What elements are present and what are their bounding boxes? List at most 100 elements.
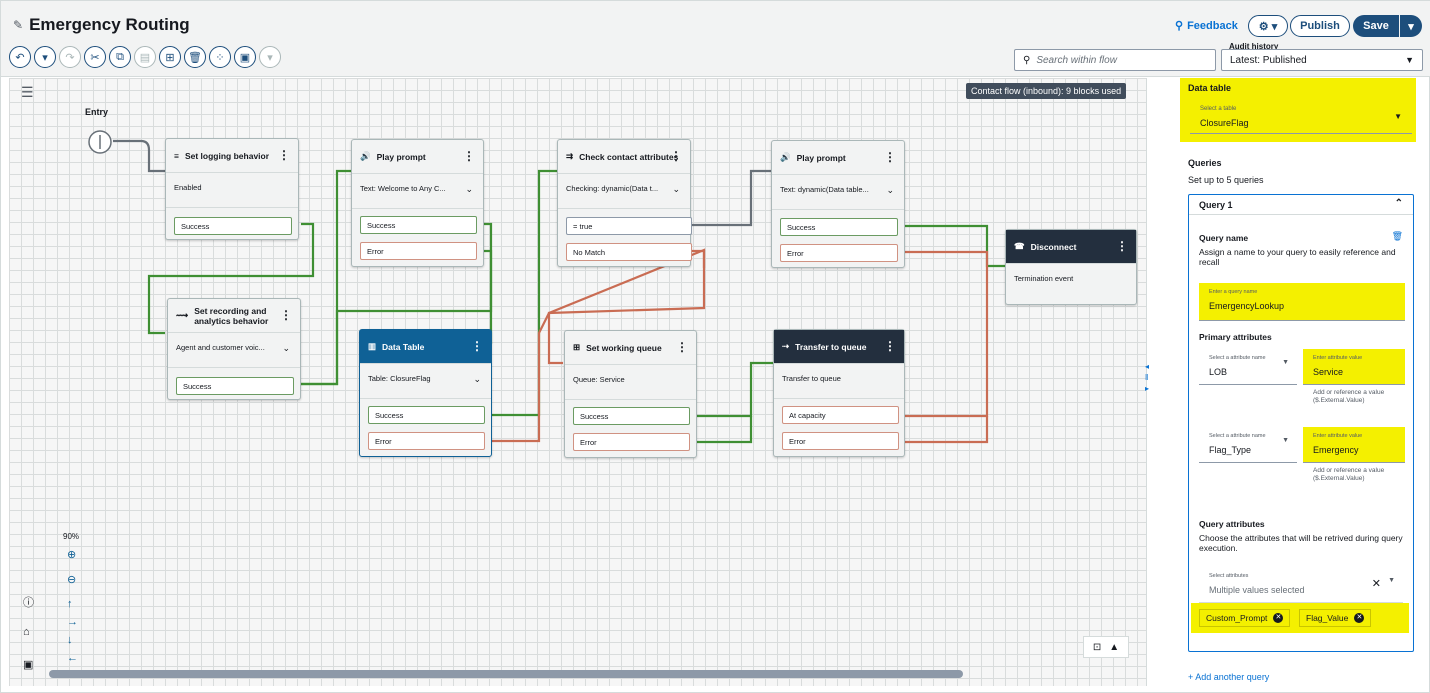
port-success[interactable]: Success — [360, 216, 477, 234]
remove-tag-icon[interactable]: ✕ — [1273, 613, 1284, 623]
port-error[interactable]: Error — [573, 433, 690, 451]
block-disconnect[interactable]: ☎ Disconnect ⋮ Termination event — [1005, 229, 1137, 305]
minimap-icon[interactable]: ▣ — [23, 659, 34, 671]
kebab-menu-icon[interactable]: ⋮ — [676, 340, 688, 354]
attribute-value-input-1[interactable]: Enter attribute value Service — [1303, 349, 1405, 385]
attribute-tag[interactable]: Custom_Prompt ✕ — [1199, 609, 1291, 627]
publish-button[interactable]: Publish — [1290, 15, 1350, 37]
settings-dropdown-button[interactable]: ⚙ ▾ — [1248, 15, 1288, 37]
info-icon[interactable]: ⓘ — [23, 597, 34, 609]
block-play-prompt-dynamic[interactable]: 🔊 Play prompt ⋮ Text: dynamic(Data table… — [771, 140, 905, 268]
horizontal-scrollbar[interactable] — [49, 670, 963, 678]
port-error[interactable]: Error — [782, 432, 899, 450]
block-title: Play prompt — [796, 152, 846, 163]
query-1-header[interactable]: Query 1 ⌃ — [1189, 195, 1413, 215]
copy-button[interactable]: ⧉ — [109, 46, 131, 68]
chevron-down-icon[interactable]: ⌄ — [473, 374, 481, 384]
attribute-value-input-2[interactable]: Enter attribute value Emergency — [1303, 427, 1405, 463]
feedback-link[interactable]: ⚲ Feedback — [1175, 19, 1238, 33]
tag-icon[interactable]: ⌂ — [23, 626, 30, 638]
port-error[interactable]: Error — [360, 242, 477, 260]
port-error[interactable]: Error — [368, 432, 485, 450]
more-tools-button[interactable]: ▾ — [259, 46, 281, 68]
chevron-down-icon[interactable]: ⌄ — [886, 185, 894, 195]
undo-button[interactable]: ↶ — [9, 46, 31, 68]
transfer-icon: ⇢ — [782, 341, 790, 351]
chevron-down-icon[interactable]: ⌄ — [672, 184, 680, 194]
kebab-menu-icon[interactable]: ⋮ — [884, 150, 896, 164]
pan-right-icon[interactable]: → — [67, 616, 78, 628]
chevron-up-icon[interactable]: ⌃ — [1394, 198, 1403, 209]
attribute-name-select-2[interactable]: Select a attribute name Flag_Type ▼ — [1199, 427, 1297, 463]
kebab-menu-icon[interactable]: ⋮ — [670, 149, 682, 163]
query-name-input[interactable]: Enter a query name EmergencyLookup — [1199, 283, 1405, 321]
panel-resize-handle[interactable]: ◂‖▸ — [1145, 362, 1150, 393]
trash-icon[interactable]: 🗑 — [1391, 231, 1403, 241]
block-transfer-to-queue[interactable]: ⇢ Transfer to queue ⋮ Transfer to queue … — [773, 329, 905, 457]
input-label: Select attributes — [1209, 573, 1249, 579]
port-success[interactable]: Success — [176, 377, 294, 395]
port-success[interactable]: Success — [780, 218, 898, 236]
redo-button[interactable]: ↷ — [59, 46, 81, 68]
port-success[interactable]: Success — [368, 406, 485, 424]
port-no-match[interactable]: No Match — [566, 243, 692, 261]
port-error[interactable]: Error — [780, 244, 898, 262]
pan-left-icon[interactable]: ← — [67, 652, 78, 664]
data-table-select[interactable]: Select a table ClosureFlag ▼ — [1190, 100, 1412, 134]
logging-icon: ≡ — [174, 150, 179, 161]
caret-down-icon[interactable]: ▼ — [1388, 577, 1395, 584]
query-attributes-select[interactable]: Select attributes Multiple values select… — [1199, 567, 1403, 603]
chevron-down-icon[interactable]: ⌄ — [282, 343, 290, 353]
kebab-menu-icon[interactable]: ⋮ — [280, 308, 292, 322]
port-success[interactable]: Success — [573, 407, 690, 425]
save-options-button[interactable]: ▾ — [1400, 15, 1422, 37]
edit-pencil-icon[interactable]: ✎ — [13, 18, 24, 32]
delete-button[interactable]: 🗑 — [184, 46, 206, 68]
zoom-out-icon[interactable]: ⊖ — [67, 574, 77, 586]
kebab-menu-icon[interactable]: ⋮ — [471, 339, 483, 353]
data-table-section: Data table Select a table ClosureFlag ▼ — [1180, 78, 1416, 142]
block-set-recording[interactable]: ⟿ Set recording and analytics behavior ⋮… — [167, 298, 301, 400]
table-icon: ▥ — [368, 341, 377, 351]
search-input[interactable]: ⚲ Search within flow — [1014, 49, 1216, 71]
block-play-prompt-welcome[interactable]: 🔊 Play prompt ⋮ Text: Welcome to Any C..… — [351, 139, 484, 267]
block-title: Set recording and analytics behavior — [194, 305, 269, 326]
cut-button[interactable]: ✂ — [84, 46, 106, 68]
notes-button[interactable]: ▣ — [234, 46, 256, 68]
clear-icon[interactable]: ✕ — [1371, 578, 1381, 590]
pan-down-icon[interactable]: ↓ — [67, 634, 73, 646]
entry-node[interactable]: Entry — [85, 107, 129, 159]
block-set-logging[interactable]: ≡ Set logging behavior ⋮ Enabled Success — [165, 138, 299, 240]
zoom-in-icon[interactable]: ⊕ — [67, 549, 77, 561]
attribute-tag[interactable]: Flag_Value ✕ — [1299, 609, 1372, 627]
port-at-capacity[interactable]: At capacity — [782, 406, 899, 424]
connector-datatable-check — [491, 169, 557, 417]
flow-canvas[interactable]: ☰ Contact flow (inbound): 9 blocks used — [9, 78, 1147, 686]
attribute-name-select-1[interactable]: Select a attribute name LOB ▼ — [1199, 349, 1297, 385]
paste-button[interactable]: ▤ — [134, 46, 156, 68]
port-true[interactable]: = true — [566, 217, 692, 235]
note-icon: ▣ — [239, 51, 251, 64]
save-button[interactable]: Save — [1353, 15, 1399, 37]
pan-up-icon[interactable]: ↑ — [67, 598, 73, 610]
kebab-menu-icon[interactable]: ⋮ — [463, 149, 475, 163]
block-data-table[interactable]: ▥ Data Table ⋮ Table: ClosureFlag ⌄ Succ… — [359, 329, 492, 457]
block-check-contact-attributes[interactable]: ⇉ Check contact attributes ⋮ Checking: d… — [557, 139, 692, 267]
caret-down-icon: ▾ — [42, 51, 48, 64]
kebab-menu-icon[interactable]: ⋮ — [278, 148, 290, 162]
chevron-down-icon[interactable]: ⌄ — [465, 184, 473, 194]
add-another-query-link[interactable]: + Add another query — [1188, 672, 1270, 682]
kebab-menu-icon[interactable]: ⋮ — [1116, 239, 1128, 253]
fit-to-screen-button[interactable]: ⊡ ▲ — [1083, 636, 1129, 658]
audit-history-select[interactable]: Latest: Published ▼ — [1221, 49, 1423, 71]
kebab-menu-icon[interactable]: ⋮ — [884, 339, 896, 353]
menu-icon[interactable]: ☰ — [21, 84, 34, 100]
undo-history-button[interactable]: ▾ — [34, 46, 56, 68]
select-all-button[interactable]: ⊞ — [159, 46, 181, 68]
data-table-title: Data table — [1188, 83, 1232, 93]
port-success[interactable]: Success — [174, 217, 292, 235]
remove-tag-icon[interactable]: ✕ — [1354, 613, 1365, 623]
arrange-button[interactable]: ⁘ — [209, 46, 231, 68]
block-set-working-queue[interactable]: ⊞ Set working queue ⋮ Queue: Service Suc… — [564, 330, 697, 458]
